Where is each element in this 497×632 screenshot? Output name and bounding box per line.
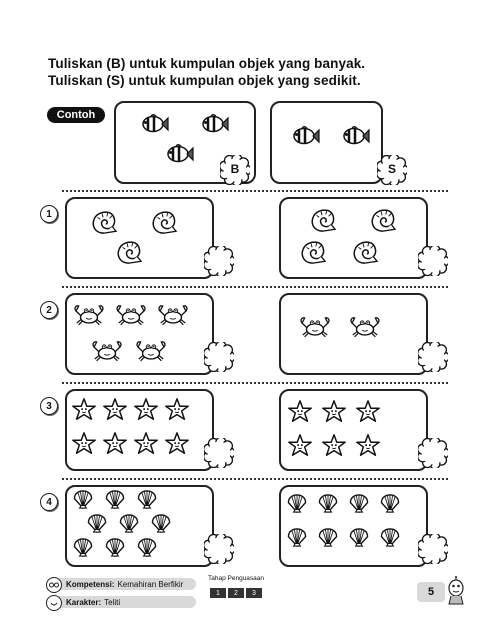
smile-face-icon: [46, 595, 62, 611]
question-4-left-answer-flower[interactable]: [203, 532, 236, 569]
scallop-shell-icon: [71, 537, 95, 563]
snail-shell-icon: [115, 239, 143, 270]
starfish-icon: [71, 431, 97, 462]
scallop-shell-icon: [135, 489, 159, 515]
snail-shell-icon: [150, 209, 178, 240]
snail-shell-icon: [90, 209, 118, 240]
competency-row: Kompetensi: Kemahiran Berfikir: [46, 578, 196, 590]
clownfish-icon: [164, 143, 194, 170]
starfish-icon: [164, 431, 190, 462]
scallop-shell-icon: [85, 513, 109, 539]
scallop-shell-icon: [378, 527, 402, 553]
example-left-answer: B: [230, 162, 240, 176]
scallop-shell-icon: [347, 493, 371, 519]
crab-icon: [135, 339, 167, 367]
competency-value: Kemahiran Berfikir: [117, 579, 184, 589]
divider: [62, 382, 448, 384]
clownfish-icon: [139, 113, 169, 140]
question-1-left-answer-flower[interactable]: [203, 244, 236, 281]
question-2-left-answer-flower[interactable]: [203, 340, 236, 377]
question-4-right-answer-flower[interactable]: [417, 532, 450, 569]
clownfish-icon: [290, 125, 320, 152]
example-label: Contoh: [47, 107, 105, 123]
divider: [62, 478, 448, 480]
scallop-shell-icon: [117, 513, 141, 539]
question-1-right-box: [279, 197, 428, 279]
crab-icon: [299, 315, 331, 343]
starfish-icon: [321, 399, 347, 430]
snail-shell-icon: [309, 207, 337, 238]
starfish-icon: [321, 433, 347, 464]
thinking-glasses-icon: [46, 577, 62, 593]
crab-icon: [73, 303, 105, 331]
scallop-shell-icon: [285, 527, 309, 553]
crab-icon: [115, 303, 147, 331]
starfish-icon: [133, 431, 159, 462]
divider: [62, 190, 448, 192]
question-2-right-answer-flower[interactable]: [417, 340, 450, 377]
question-number-2: 2: [40, 301, 58, 319]
mastery-title: Tahap Penguasaan: [208, 575, 265, 582]
question-3-left-box: [65, 389, 214, 471]
starfish-icon: [287, 399, 313, 430]
question-3-right-answer-flower[interactable]: [417, 436, 450, 473]
starfish-icon: [355, 399, 381, 430]
instruction-line-1: Tuliskan (B) untuk kumpulan objek yang b…: [48, 56, 366, 71]
question-number-1: 1: [40, 205, 58, 223]
scallop-shell-icon: [378, 493, 402, 519]
mastery-level-2: 2: [228, 588, 244, 598]
competency-label: Kompetensi:: [66, 579, 115, 589]
starfish-icon: [102, 431, 128, 462]
crab-icon: [157, 303, 189, 331]
example-left-answer-flower[interactable]: [219, 153, 252, 190]
scallop-shell-icon: [316, 493, 340, 519]
crab-icon: [349, 315, 381, 343]
character-row: Karakter: Teliti: [46, 596, 196, 608]
example-right-box: [270, 101, 383, 184]
question-1-right-answer-flower[interactable]: [417, 244, 450, 281]
snail-shell-icon: [351, 239, 379, 270]
instruction-line-2: Tuliskan (S) untuk kumpulan objek yang s…: [48, 73, 361, 88]
scallop-shell-icon: [347, 527, 371, 553]
scallop-shell-icon: [316, 527, 340, 553]
question-3-left-answer-flower[interactable]: [203, 436, 236, 473]
starfish-icon: [102, 397, 128, 428]
snail-shell-icon: [299, 239, 327, 270]
scallop-shell-icon: [103, 537, 127, 563]
starfish-icon: [164, 397, 190, 428]
clownfish-icon: [199, 113, 229, 140]
question-2-left-box: [65, 293, 214, 375]
example-right-answer: S: [387, 162, 396, 176]
example-right-answer-flower[interactable]: [376, 153, 409, 190]
scallop-shell-icon: [71, 489, 95, 515]
scallop-shell-icon: [103, 489, 127, 515]
starfish-icon: [355, 433, 381, 464]
clownfish-icon: [340, 125, 370, 152]
snail-shell-icon: [369, 207, 397, 238]
question-3-right-box: [279, 389, 428, 471]
scallop-shell-icon: [135, 537, 159, 563]
starfish-icon: [133, 397, 159, 428]
example-left-box: [114, 101, 256, 184]
mastery-level-1: 1: [210, 588, 226, 598]
question-number-3: 3: [40, 397, 58, 415]
page-number: 5: [417, 582, 445, 602]
crab-icon: [91, 339, 123, 367]
character-value: Teliti: [104, 597, 121, 607]
starfish-icon: [71, 397, 97, 428]
scallop-shell-icon: [285, 493, 309, 519]
character-label: Karakter:: [66, 597, 102, 607]
divider: [62, 286, 448, 288]
scallop-shell-icon: [149, 513, 173, 539]
starfish-icon: [287, 433, 313, 464]
mascot-icon: [445, 576, 467, 611]
question-1-left-box: [65, 197, 214, 279]
question-number-4: 4: [40, 493, 58, 511]
mastery-level-3: 3: [246, 588, 262, 598]
